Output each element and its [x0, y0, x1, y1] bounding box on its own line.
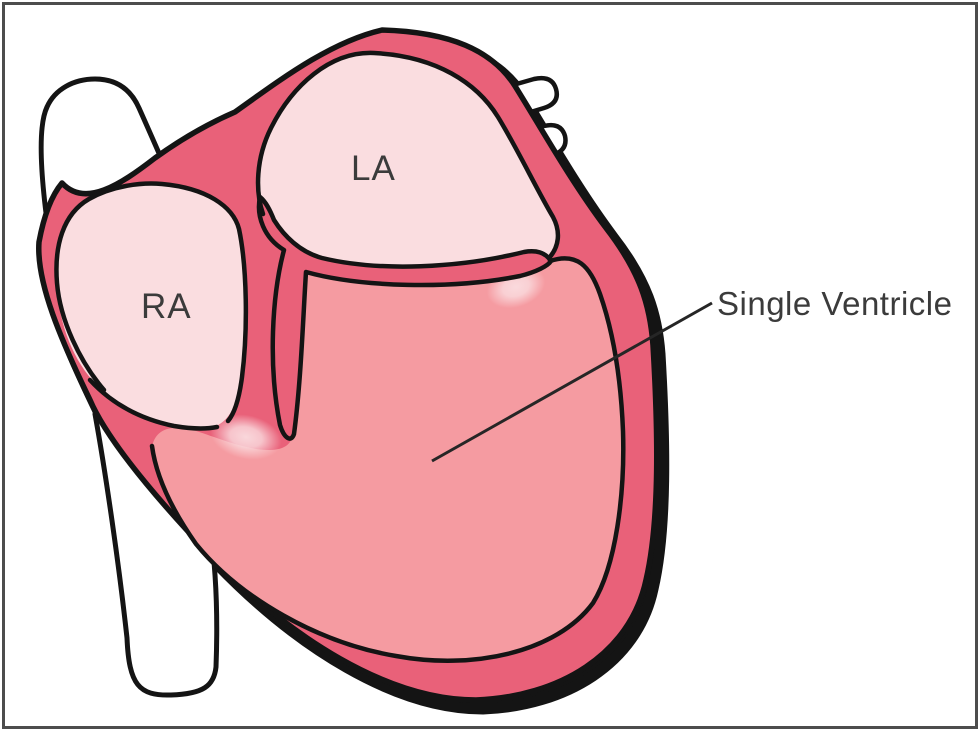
- leader-line: [431, 301, 713, 463]
- label-single-ventricle: Single Ventricle: [717, 285, 953, 322]
- label-left-atrium: LA: [351, 149, 396, 188]
- single-ventricle-cavity: [152, 258, 623, 659]
- av-valve-structure: [256, 194, 554, 441]
- label-right-atrium: RA: [141, 287, 192, 326]
- right-atrium-cavity: [56, 183, 246, 429]
- pulmonary-vein-upper-outline: [489, 75, 559, 124]
- left-atrium-cavity: [258, 52, 559, 286]
- right-atrium-outline: [54, 181, 249, 424]
- ra-ventricle-opening-blend: [210, 414, 282, 460]
- right-atrium-floor-line: [87, 377, 220, 431]
- left-atrium-outline: [255, 50, 561, 261]
- ventricle-inner-wall-outline: [149, 256, 626, 663]
